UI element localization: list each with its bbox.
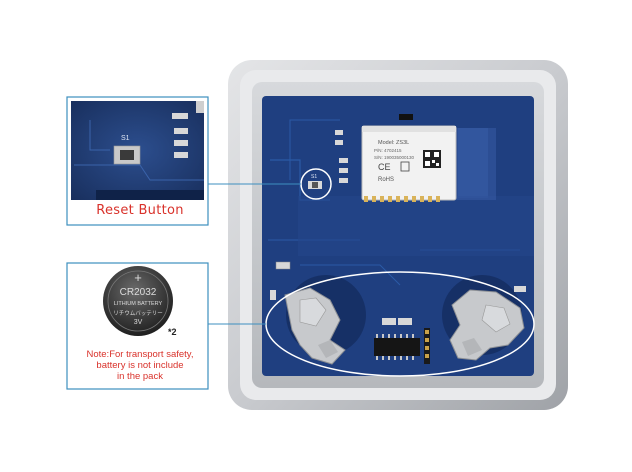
battery-note-line-2: battery is not include bbox=[96, 360, 184, 371]
coin-plus-sign: + bbox=[134, 270, 142, 285]
pcb-switch-label: S1 bbox=[311, 174, 317, 180]
battery-callout bbox=[66, 262, 209, 390]
module-sn-text: S/N: 190035000130 bbox=[374, 155, 415, 160]
module-model-text: Model: ZS3L bbox=[378, 140, 409, 146]
battery-holders bbox=[270, 275, 526, 365]
zigbee-module: CE Model: ZS3L P/N: 4702415 S/N: 1900350… bbox=[361, 125, 457, 202]
pcb-components bbox=[275, 114, 413, 270]
zoom-switch-label: S1 bbox=[121, 135, 130, 142]
battery-footnote: *2 bbox=[168, 327, 177, 337]
battery-note: Note:For transport safety, battery is no… bbox=[70, 349, 210, 382]
battery-note-line-1: Note:For transport safety, bbox=[86, 349, 194, 360]
pcb-ic-chip bbox=[374, 318, 430, 364]
coin-line3-text: リチウムバッテリー bbox=[113, 311, 163, 317]
svg-text:CE: CE bbox=[378, 162, 391, 172]
reset-button-caption: Reset Button bbox=[96, 203, 184, 218]
module-rohs-text: RoHS bbox=[378, 177, 394, 183]
module-pn-text: P/N: 4702415 bbox=[374, 148, 402, 153]
coin-model-text: CR2032 bbox=[119, 287, 157, 298]
coin-voltage-text: 3V bbox=[133, 319, 143, 326]
coin-line2-text: LITHIUM BATTERY bbox=[113, 301, 163, 307]
battery-note-line-3: in the pack bbox=[117, 371, 163, 382]
reset-callout: S1 bbox=[66, 96, 209, 226]
coin-battery bbox=[103, 266, 173, 336]
